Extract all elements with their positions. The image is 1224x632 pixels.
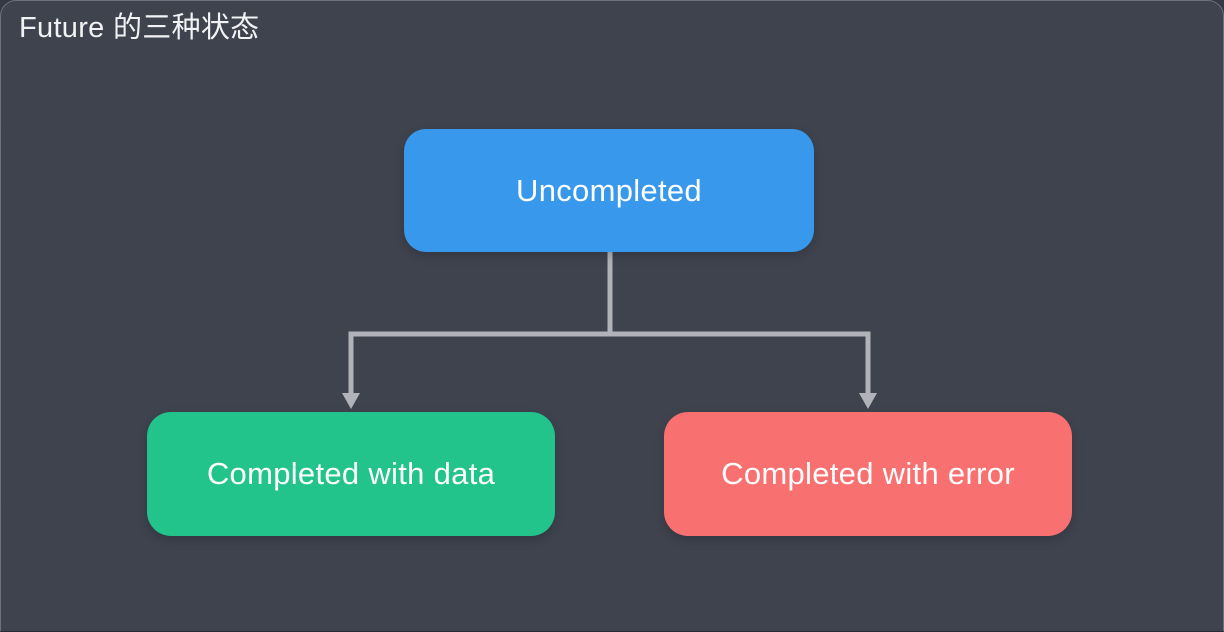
arrowhead-right-icon [859, 393, 877, 409]
connector-branch-rail [348, 331, 871, 394]
node-uncompleted-label: Uncompleted [516, 172, 702, 208]
node-completed-with-error-label: Completed with error [721, 456, 1015, 491]
arrowhead-left-icon [342, 393, 360, 409]
node-completed-with-data: Completed with data [147, 412, 555, 536]
node-completed-with-error: Completed with error [664, 412, 1072, 536]
slide-title: Future 的三种状态 [19, 12, 260, 44]
node-completed-with-data-label: Completed with data [206, 456, 496, 491]
node-uncompleted: Uncompleted [404, 129, 814, 252]
